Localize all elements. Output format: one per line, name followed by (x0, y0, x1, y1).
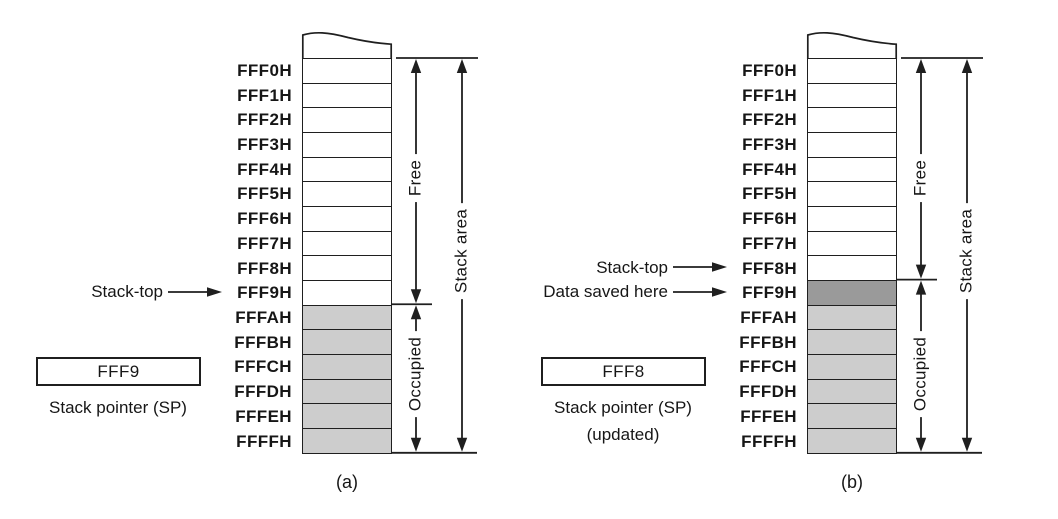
address-label-ffffh: FFFFH (741, 431, 797, 451)
address-label-fff2h: FFF2H (742, 110, 797, 130)
pointer-label: Data saved here (543, 282, 668, 302)
address-label-fffah: FFFAH (740, 308, 797, 328)
address-label-fff3h: FFF3H (237, 135, 292, 155)
address-label-ffffh: FFFFH (236, 431, 292, 451)
address-label-fffeh: FFFEH (235, 406, 292, 426)
stack-area-label: Stack area (957, 202, 977, 300)
memory-cell-fff6h (303, 205, 391, 231)
address-label-fff3h: FFF3H (742, 135, 797, 155)
diagram-a: FFF0H FFF1H FFF2H FFF3H FFF4H FFF5H FFF6H FFF7H… (0, 31, 478, 492)
address-label-fff8h: FFF8H (237, 258, 292, 278)
address-label-fff5h: FFF5H (742, 184, 797, 204)
memory-cell-fff4h (808, 156, 896, 182)
memory-cell-fff7h (303, 230, 391, 256)
address-label-fff8h: FFF8H (742, 258, 797, 278)
address-label-fff9h: FFF9H (237, 283, 292, 303)
torn-page-top (301, 31, 393, 59)
memory-cell-fff1h (808, 82, 896, 108)
memory-cells (807, 58, 897, 454)
memory-cell-fff7h (808, 230, 896, 256)
address-label-fffdh: FFFDH (234, 382, 292, 402)
right-arrow-icon (673, 262, 727, 272)
address-label-fffbh: FFFBH (739, 332, 797, 352)
address-label-fff7h: FFF7H (742, 233, 797, 253)
memory-cell-fff9h (808, 279, 896, 305)
memory-cell-fff9h (303, 279, 391, 305)
address-label-fffeh: FFFEH (740, 406, 797, 426)
stack-pointer-box: FFF9 (36, 357, 201, 386)
diagram-caption: (b) (841, 472, 863, 492)
pointer-label: Stack-top (91, 282, 163, 302)
address-labels: FFF0H FFF1H FFF2H FFF3H FFF4H FFF5H FFF6H FFF7H… (505, 58, 797, 454)
memory-cell-fff8h (808, 255, 896, 280)
address-labels: FFF0H FFF1H FFF2H FFF3H FFF4H FFF5H FFF6H FFF7H… (0, 58, 292, 454)
sp-caption: Stack pointer (SP) (18, 394, 218, 421)
address-label-fffah: FFFAH (235, 308, 292, 328)
memory-cell-fff2h (808, 107, 896, 132)
memory-cell-fff0h (808, 58, 896, 83)
sp-caption-line: Stack pointer (SP) (554, 398, 692, 417)
pointer-label: Stack-top (596, 257, 668, 277)
address-label-fff2h: FFF2H (237, 110, 292, 130)
address-label-fffch: FFFCH (739, 357, 797, 377)
diagram-caption: (a) (336, 472, 358, 492)
address-label-fff1h: FFF1H (237, 85, 292, 105)
memory-cell-fff1h (303, 82, 391, 108)
right-arrow-icon (673, 287, 727, 297)
address-label-fffbh: FFFBH (234, 332, 292, 352)
memory-cell-fffbh (808, 329, 896, 354)
memory-cell-fffbh (303, 329, 391, 354)
address-label-fff9h: FFF9H (742, 283, 797, 303)
memory-cell-fffeh (808, 403, 896, 428)
memory-cell-fff8h (303, 255, 391, 280)
sp-caption-line: (updated) (586, 425, 660, 444)
pointer-data-saved-here: Data saved here (505, 280, 727, 305)
memory-cell-ffffh (303, 427, 391, 453)
address-label-fff6h: FFF6H (237, 209, 292, 229)
memory-cell-fffdh (808, 378, 896, 404)
pointer-stack-top: Stack-top (505, 255, 727, 280)
memory-cell-fff3h (303, 131, 391, 157)
sp-caption: Stack pointer (SP) (updated) (523, 394, 723, 448)
memory-cells (302, 58, 392, 454)
address-label-fff4h: FFF4H (237, 159, 292, 179)
memory-cell-fff6h (808, 205, 896, 231)
sp-caption-line: Stack pointer (SP) (49, 398, 187, 417)
free-label: Free (911, 153, 931, 203)
stack-area-label: Stack area (452, 202, 472, 300)
memory-cell-fffah (808, 304, 896, 330)
stack-pointer-value: FFF8 (602, 361, 645, 381)
address-label-fff4h: FFF4H (742, 159, 797, 179)
address-label-fff0h: FFF0H (742, 60, 797, 80)
diagram-b: FFF0H FFF1H FFF2H FFF3H FFF4H FFF5H FFF6H FFF7H… (505, 0, 1034, 519)
address-label-fff1h: FFF1H (742, 85, 797, 105)
address-label-fff0h: FFF0H (237, 60, 292, 80)
address-label-fff6h: FFF6H (742, 209, 797, 229)
memory-cell-fff0h (303, 58, 391, 83)
memory-cell-ffffh (808, 427, 896, 453)
memory-cell-fffch (808, 353, 896, 379)
memory-cell-fffeh (303, 403, 391, 428)
address-label-fff7h: FFF7H (237, 233, 292, 253)
memory-cell-fff2h (303, 107, 391, 132)
pointer-stack-top: Stack-top (0, 280, 222, 305)
occupied-label: Occupied (911, 330, 931, 418)
right-arrow-icon (168, 287, 222, 297)
address-label-fffch: FFFCH (234, 357, 292, 377)
stack-pointer-value: FFF9 (97, 361, 140, 381)
free-label: Free (406, 153, 426, 203)
memory-cell-fffah (303, 304, 391, 330)
stack-pointer-box: FFF8 (541, 357, 706, 386)
memory-cell-fff5h (303, 181, 391, 206)
torn-page-top (806, 31, 898, 59)
address-label-fffdh: FFFDH (739, 382, 797, 402)
memory-cell-fff3h (808, 131, 896, 157)
memory-cell-fffch (303, 353, 391, 379)
occupied-label: Occupied (406, 330, 426, 418)
address-label-fff5h: FFF5H (237, 184, 292, 204)
memory-cell-fff5h (808, 181, 896, 206)
memory-cell-fff4h (303, 156, 391, 182)
memory-cell-fffdh (303, 378, 391, 404)
